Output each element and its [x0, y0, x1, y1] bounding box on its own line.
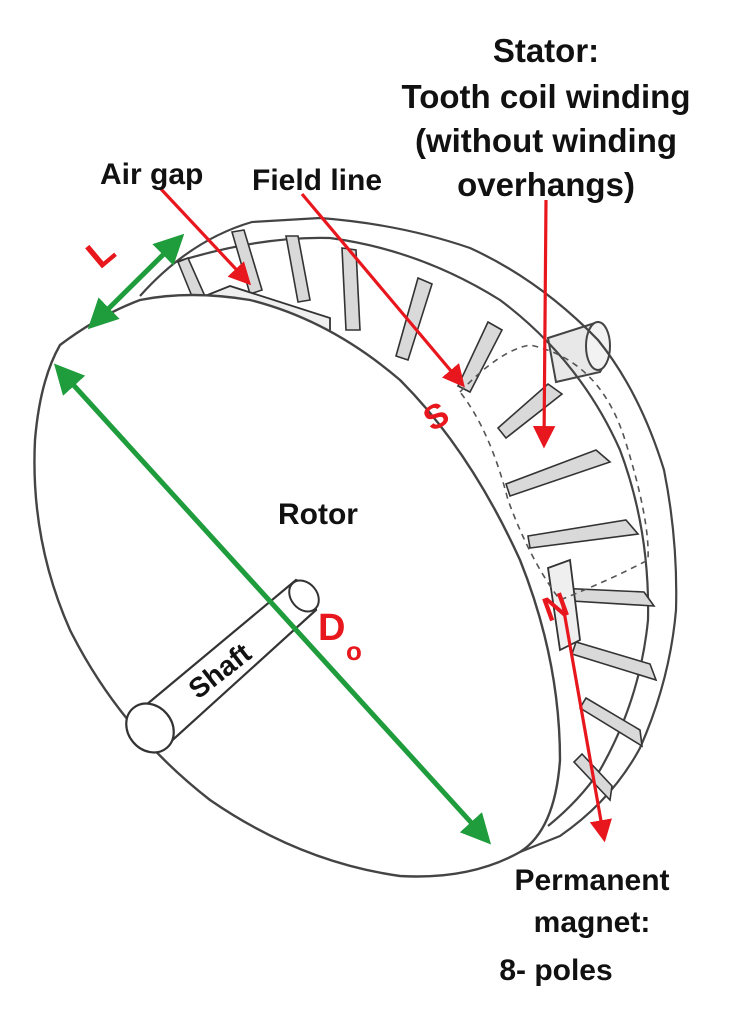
- field-line-pointer: [300, 192, 465, 388]
- length-dimension-arrow: [87, 233, 185, 330]
- magnet-label-line2: magnet:: [534, 906, 651, 939]
- air-gap-pointer: [158, 186, 252, 286]
- length-label: L: [79, 230, 124, 277]
- magnet-label-line1: Permanent: [514, 864, 669, 897]
- dimension-lines: [53, 233, 492, 845]
- rotor-label: Rotor: [278, 498, 358, 531]
- stator-ring: [139, 216, 678, 854]
- diameter-dimension-arrow: [53, 363, 492, 845]
- stator-label-line3: (without winding: [415, 122, 677, 159]
- field-line-label: Field line: [252, 164, 382, 197]
- magnet-pointer: [560, 599, 612, 843]
- diameter-subscript: o: [346, 636, 362, 666]
- magnet-label-line3: 8- poles: [499, 954, 612, 987]
- stator-pointer: [532, 199, 556, 449]
- air-gap-label: Air gap: [100, 158, 203, 191]
- stator-label-line4: overhangs): [457, 166, 635, 203]
- stator-label-line2: Tooth coil winding: [402, 78, 691, 115]
- field-line-path: [458, 344, 649, 601]
- stator-label-line1: Stator:: [493, 32, 599, 69]
- stator-teeth: [176, 229, 658, 802]
- diameter-label: D: [318, 607, 345, 649]
- pointer-arrows: [158, 186, 612, 843]
